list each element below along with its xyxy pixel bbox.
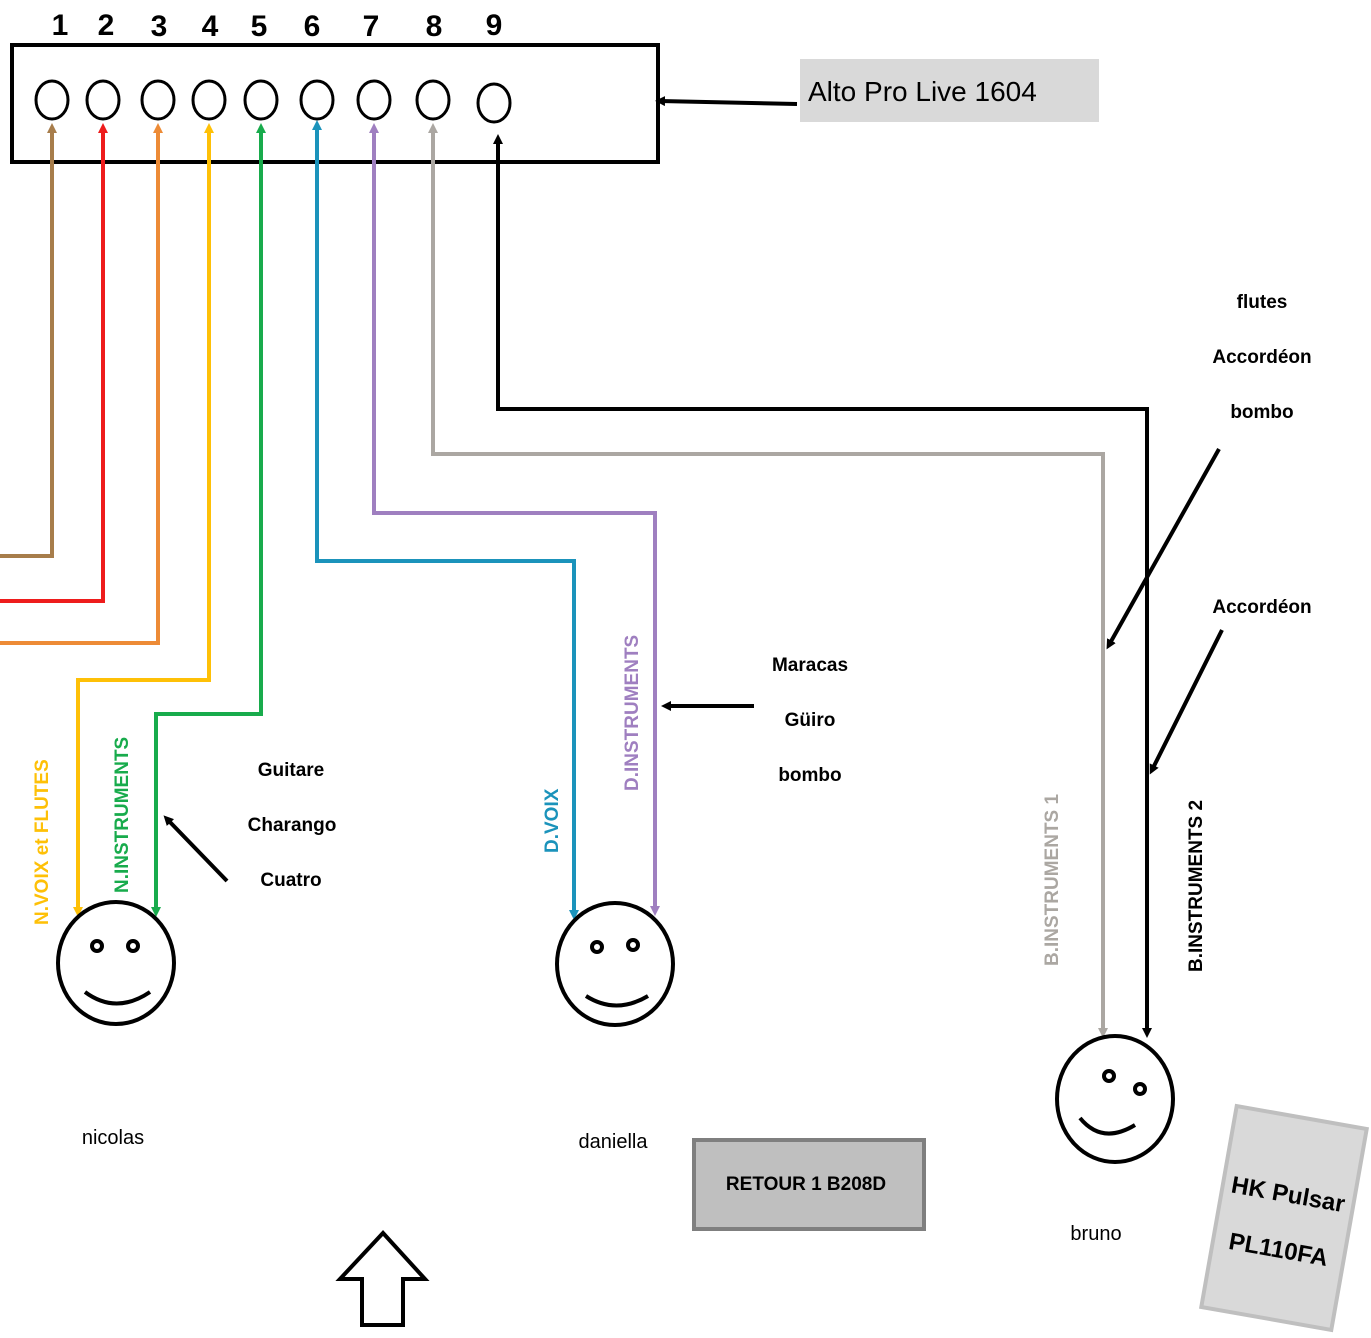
arrow-to-b-instruments-2 — [1149, 629, 1224, 775]
note-bruno-accordeon-2: Accordéon — [1212, 597, 1311, 618]
label-n-instruments: N.INSTRUMENTS — [112, 737, 133, 893]
musician-name-bruno: bruno — [1070, 1223, 1121, 1245]
speaker-box: HK Pulsar PL110FA — [1198, 1103, 1370, 1333]
cable-channel-5 — [151, 123, 266, 917]
channel-input-6[interactable] — [299, 79, 335, 121]
channel-number-2: 2 — [98, 9, 115, 42]
retour-monitor-box — [692, 1138, 926, 1231]
cable-channel-8 — [428, 123, 1108, 1038]
arrow-to-b-instruments-1 — [1106, 448, 1221, 650]
arrow-to-n-instruments — [163, 815, 229, 883]
label-d-voix: D.VOIX — [542, 788, 563, 853]
channel-input-1[interactable] — [34, 79, 70, 121]
channel-number-7: 7 — [363, 10, 380, 43]
channel-number-8: 8 — [426, 10, 443, 43]
channel-input-5[interactable] — [243, 79, 279, 121]
note-bruno-accordeon: Accordéon — [1212, 347, 1311, 368]
musician-name-nicolas: nicolas — [82, 1127, 144, 1149]
channel-input-2[interactable] — [85, 79, 121, 121]
face-nicolas — [56, 900, 176, 1026]
channel-input-8[interactable] — [415, 79, 451, 121]
cable-channel-3 — [0, 123, 163, 645]
note-bruno-flutes: flutes — [1237, 292, 1288, 313]
label-n-voix-flutes: N.VOIX et FLUTES — [32, 759, 53, 925]
channel-number-5: 5 — [251, 10, 268, 43]
channel-number-3: 3 — [151, 10, 168, 43]
cable-channel-9 — [493, 134, 1152, 1038]
channel-number-1: 1 — [52, 9, 69, 42]
note-nicolas-cuatro: Cuatro — [260, 870, 321, 891]
label-d-instruments: D.INSTRUMENTS — [622, 635, 643, 791]
note-nicolas-charango: Charango — [248, 815, 337, 836]
channel-input-4[interactable] — [191, 79, 227, 121]
channel-number-9: 9 — [486, 9, 503, 42]
channel-number-4: 4 — [202, 10, 219, 43]
channel-inputs — [34, 79, 512, 124]
mixer-label-arrow — [655, 96, 798, 107]
musician-name-daniella: daniella — [579, 1131, 649, 1153]
face-daniella — [555, 901, 675, 1027]
cable-channel-1 — [0, 123, 57, 558]
note-bruno-bombo: bombo — [1230, 402, 1293, 423]
mixer-label: Alto Pro Live 1604 — [808, 76, 1037, 107]
channel-input-3[interactable] — [140, 79, 176, 121]
channel-input-7[interactable] — [356, 79, 392, 121]
channel-input-9[interactable] — [476, 82, 512, 124]
retour-monitor-label: RETOUR 1 B208D — [726, 1174, 886, 1195]
face-bruno — [1055, 1034, 1175, 1164]
note-daniella-guiro: Güiro — [785, 710, 836, 731]
note-daniella-bombo: bombo — [778, 765, 841, 786]
audience-direction-arrow — [335, 1230, 430, 1327]
label-b-instruments-1: B.INSTRUMENTS 1 — [1042, 794, 1063, 967]
channel-number-6: 6 — [304, 10, 321, 43]
cable-channel-4 — [73, 123, 214, 917]
note-daniella-maracas: Maracas — [772, 655, 848, 676]
label-b-instruments-2: B.INSTRUMENTS 2 — [1186, 800, 1207, 972]
cable-channel-7 — [369, 123, 660, 916]
note-nicolas-guitare: Guitare — [258, 760, 325, 781]
mixer-label-box — [800, 59, 1099, 122]
cable-channel-6 — [312, 120, 579, 920]
